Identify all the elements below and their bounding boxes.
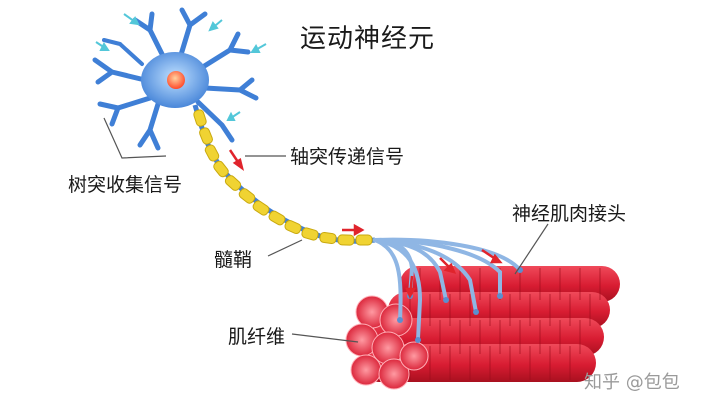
myelin-sheath	[193, 109, 373, 246]
label-myelin: 髓鞘	[214, 249, 253, 271]
signal-direction-arrows	[228, 149, 503, 299]
dendrites	[92, 7, 259, 151]
label-axon: 轴突传递信号	[290, 146, 405, 168]
nucleus	[167, 71, 185, 89]
muscle-fiber-bundle	[345, 266, 620, 390]
label-dendrites: 树突收集信号	[68, 174, 183, 196]
label-muscle-fiber: 肌纤维	[228, 326, 286, 348]
watermark: 知乎 @包包	[584, 372, 680, 393]
axon-terminals	[373, 237, 522, 342]
incoming-signal-arrows	[95, 13, 267, 121]
label-neuromuscular-junction: 神经肌肉接头	[512, 203, 627, 225]
diagram-title: 运动神经元	[300, 24, 436, 54]
leader-lines	[103, 117, 549, 343]
